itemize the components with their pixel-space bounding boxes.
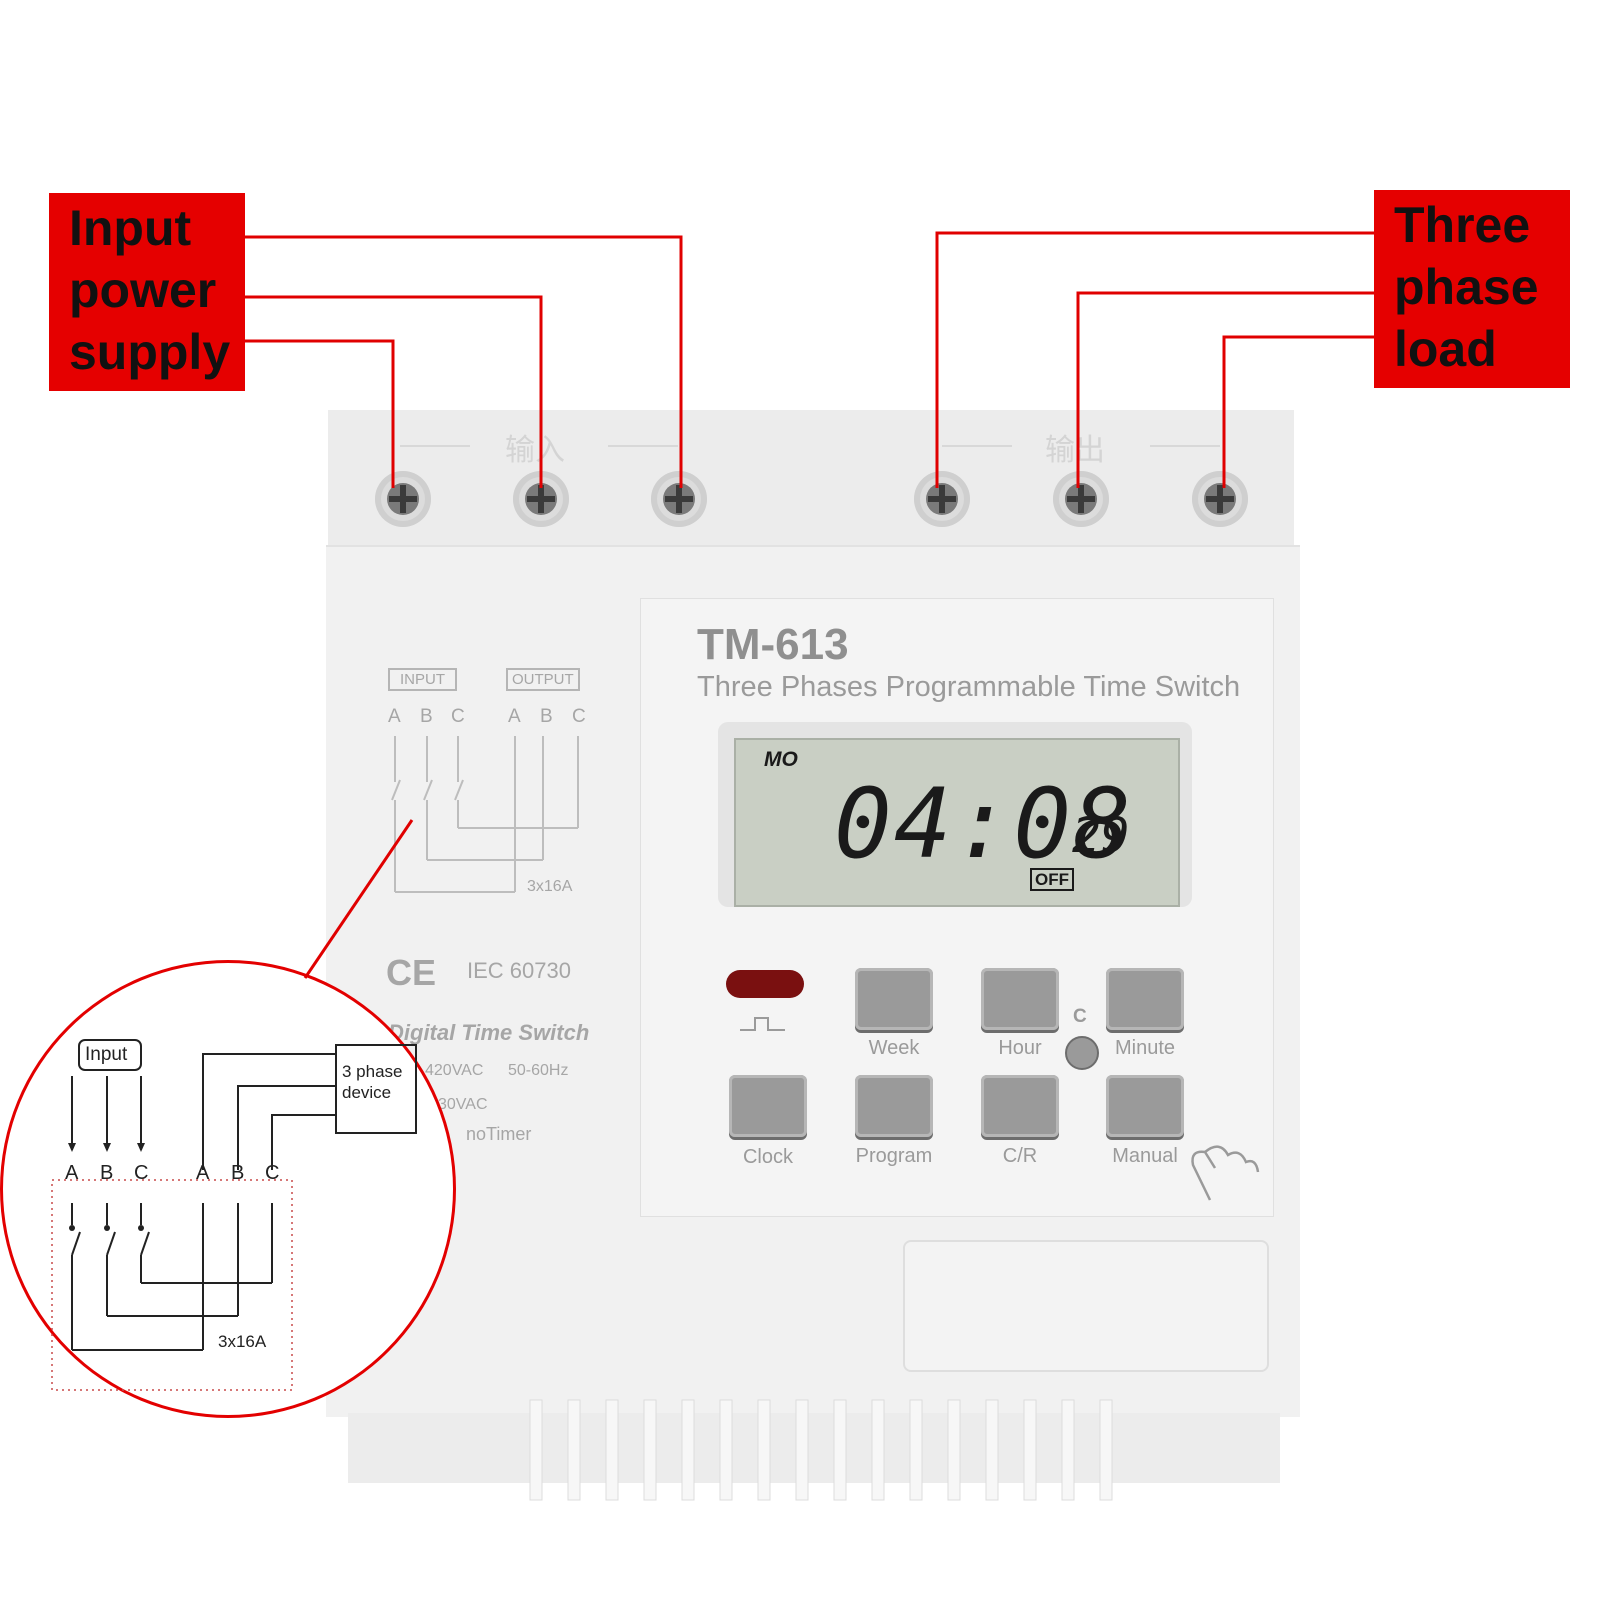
terminal-screw-input-a [375,471,431,527]
schematic-letter: C [572,706,586,727]
standard-text: IEC 60730 [467,958,571,983]
input-terminal-label: 输入 [505,433,565,468]
schematic-letter: C [451,706,465,727]
zoom-phase-letter: A [196,1162,210,1184]
terminal-strip [328,410,1294,545]
callout-line: Input [69,200,192,256]
screw-icon [525,483,557,515]
hand-pointer-icon [1191,1145,1260,1201]
divider [400,445,470,447]
input-power-supply-callout: Input power supply [49,193,245,391]
screw-icon [1065,483,1097,515]
divider [942,445,1012,447]
zoom-phase-letter: B [231,1162,245,1184]
three-phase-load-callout: Three phase load [1374,190,1570,388]
schematic-letter: B [420,706,433,727]
model-number: TM-613 [697,620,849,669]
terminal-screw-output-c [1192,471,1248,527]
terminal-screw-output-a [914,471,970,527]
callout-line: supply [69,324,231,380]
screw-icon [663,483,695,515]
ce-mark: CE [386,952,437,993]
terminal-screw-output-b [1053,471,1109,527]
cr-button[interactable] [981,1075,1059,1137]
cr-label: C/R [1002,1145,1038,1167]
terminal-screw-input-c [651,471,707,527]
brand-text: noTimer [466,1124,532,1144]
zoom-device-label: device [342,1083,392,1102]
c-label: C [1073,1006,1087,1027]
schematic-output-tag: OUTPUT [506,668,580,691]
minute-button[interactable] [1106,968,1184,1030]
lcd-status: OFF [1030,868,1074,891]
schematic-letter: A [508,706,521,727]
voltage2-text: 30VAC [438,1096,488,1113]
device-title-italic: Digital Time Switch [388,1020,590,1045]
frequency-text: 50-60Hz [508,1062,569,1079]
manual-button[interactable] [1106,1075,1184,1137]
zoom-phase-letter: A [65,1162,79,1184]
week-label: Week [868,1037,920,1059]
screw-icon [1204,483,1236,515]
manual-label: Manual [1112,1145,1178,1167]
minute-label: Minute [1114,1037,1176,1059]
week-button[interactable] [855,968,933,1030]
output-terminal-label: 输出 [1045,433,1105,468]
status-led [726,970,804,998]
schematic-letter: A [388,706,401,727]
callout-line: Three [1394,197,1531,253]
zoom-device-label: 3 phase [342,1062,403,1081]
c-reset-button[interactable] [1065,1036,1099,1070]
lcd-display [734,738,1180,907]
divider [608,445,678,447]
zoom-phase-letter: B [100,1162,114,1184]
clock-label: Clock [742,1146,793,1168]
device-vents [348,1413,1280,1483]
zoom-input-label: Input [85,1044,128,1065]
clock-button[interactable] [729,1075,807,1137]
program-label: Program [855,1145,933,1167]
product-subtitle: Three Phases Programmable Time Switch [697,671,1241,703]
callout-line: load [1394,321,1497,377]
lcd-seconds: 29 [1072,808,1130,864]
voltage-text: 420VAC [425,1062,484,1079]
callout-line: phase [1394,259,1539,315]
schematic-input-tag: INPUT [388,668,457,691]
divider [1150,445,1220,447]
zoom-rating: 3x16A [218,1332,267,1351]
callout-line: power [69,262,217,318]
zoom-phase-letter: C [134,1162,149,1184]
program-button[interactable] [855,1075,933,1137]
schematic-rating: 3x16A [527,878,573,895]
hour-label: Hour [998,1037,1042,1059]
zoom-circle [0,960,456,1418]
schematic-letter: B [540,706,553,727]
hour-button[interactable] [981,968,1059,1030]
battery-cover [903,1240,1269,1372]
screw-icon [926,483,958,515]
zoom-phase-letter: C [265,1162,280,1184]
lcd-day: MO [764,748,798,771]
lcd-time: 04:08 [834,768,1133,880]
screw-icon [387,483,419,515]
